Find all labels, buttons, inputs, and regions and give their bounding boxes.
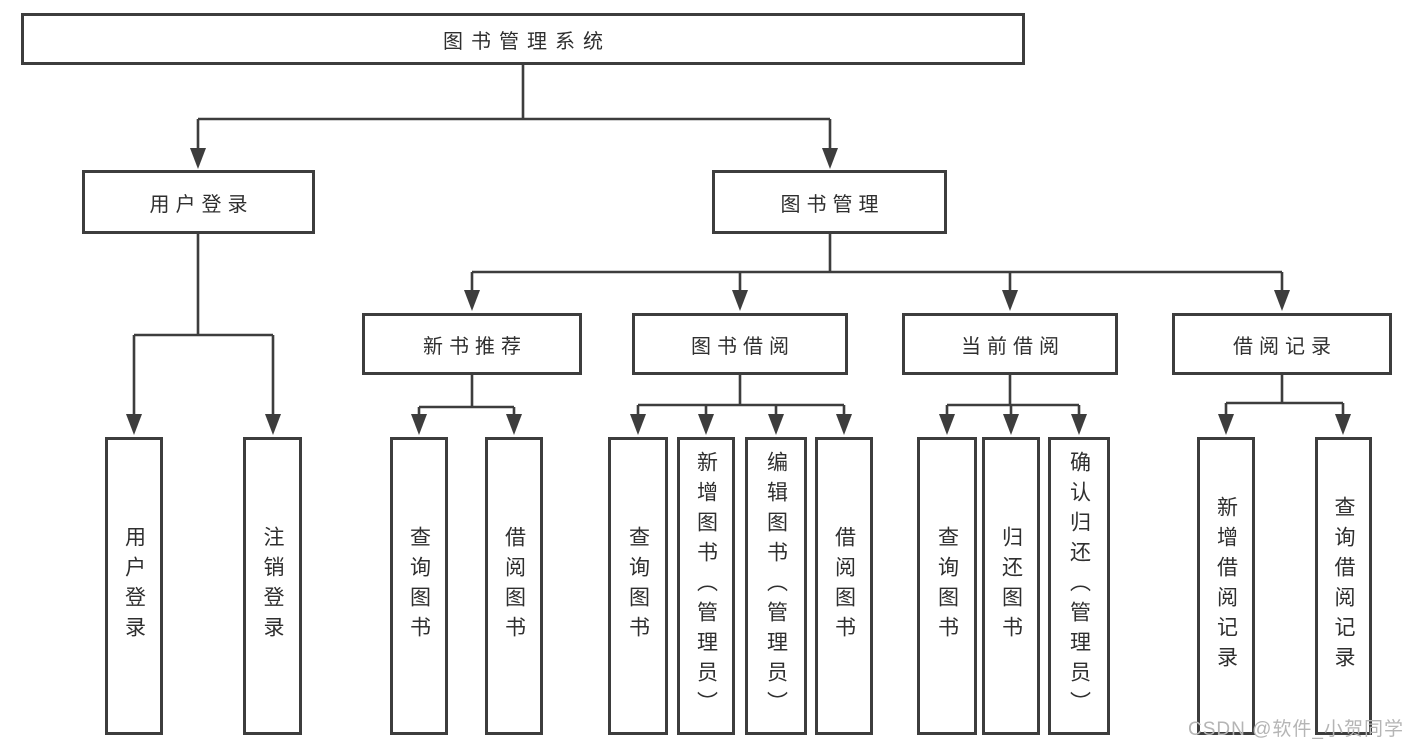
arrow-down-icon <box>1218 414 1234 435</box>
arrow-down-icon <box>822 148 838 169</box>
leaf-cb-confirm-return-admin-label: 确认归还（管理员） <box>1067 451 1091 721</box>
arrow-down-icon <box>265 414 281 435</box>
leaf-bb-edit-book-admin: 编辑图书（管理员） <box>745 437 807 735</box>
leaf-bb-borrow-book: 借阅图书 <box>815 437 873 735</box>
leaf-cb-return-book: 归还图书 <box>982 437 1040 735</box>
leaf-bb-query-book: 查询图书 <box>608 437 668 735</box>
leaf-cb-query-book: 查询图书 <box>917 437 977 735</box>
arrow-down-icon <box>630 414 646 435</box>
node-book-borrowing: 图书借阅 <box>632 313 848 375</box>
arrowhead-icons <box>126 148 1351 435</box>
leaf-cb-return-book-label: 归还图书 <box>999 526 1023 646</box>
leaf-nb-borrow-book-label: 借阅图书 <box>502 526 526 646</box>
node-borrowing-records-label: 借阅记录 <box>1233 335 1337 358</box>
arrow-down-icon <box>732 290 748 311</box>
leaf-bb-add-book-admin: 新增图书（管理员） <box>677 437 735 735</box>
leaf-br-add-record: 新增借阅记录 <box>1197 437 1255 735</box>
node-new-book-recommend-label: 新书推荐 <box>423 335 527 358</box>
leaf-bb-add-book-admin-label: 新增图书（管理员） <box>694 451 718 721</box>
leaf-br-query-record-label: 查询借阅记录 <box>1332 496 1355 676</box>
node-borrowing-records: 借阅记录 <box>1172 313 1392 375</box>
leaf-nb-query-book-label: 查询图书 <box>407 526 431 646</box>
node-current-borrowing: 当前借阅 <box>902 313 1118 375</box>
node-new-book-recommend: 新书推荐 <box>362 313 582 375</box>
leaf-user-login-label: 用户登录 <box>122 526 146 646</box>
arrow-down-icon <box>411 414 427 435</box>
arrow-down-icon <box>836 414 852 435</box>
leaf-cb-query-book-label: 查询图书 <box>935 526 959 646</box>
leaf-bb-edit-book-admin-label: 编辑图书（管理员） <box>764 451 788 721</box>
arrow-down-icon <box>464 290 480 311</box>
arrow-down-icon <box>126 414 142 435</box>
arrow-down-icon <box>768 414 784 435</box>
arrow-down-icon <box>506 414 522 435</box>
leaf-br-add-record-label: 新增借阅记录 <box>1214 496 1238 676</box>
node-user-login-branch: 用户登录 <box>82 170 315 234</box>
arrow-down-icon <box>1002 290 1018 311</box>
leaf-bb-query-book-label: 查询图书 <box>626 526 650 646</box>
leaf-logout-label: 注销登录 <box>261 526 284 646</box>
leaf-nb-query-book: 查询图书 <box>390 437 448 735</box>
leaf-user-login: 用户登录 <box>105 437 163 735</box>
arrow-down-icon <box>1274 290 1290 311</box>
node-book-borrowing-label: 图书借阅 <box>691 335 795 358</box>
node-book-management-branch-label: 图书管理 <box>780 193 885 216</box>
arrow-down-icon <box>1335 414 1351 435</box>
leaf-nb-borrow-book: 借阅图书 <box>485 437 543 735</box>
leaf-bb-borrow-book-label: 借阅图书 <box>832 526 856 646</box>
arrow-down-icon <box>939 414 955 435</box>
node-user-login-branch-label: 用户登录 <box>149 193 254 216</box>
arrow-down-icon <box>1071 414 1087 435</box>
node-current-borrowing-label: 当前借阅 <box>961 335 1065 358</box>
node-book-management-branch: 图书管理 <box>712 170 947 234</box>
arrow-down-icon <box>190 148 206 169</box>
csdn-watermark: CSDN @软件_小贺同学 <box>1188 719 1404 740</box>
node-root-system: 图书管理系统 <box>21 13 1025 65</box>
connector-lines <box>132 64 1345 422</box>
arrow-down-icon <box>698 414 714 435</box>
leaf-cb-confirm-return-admin: 确认归还（管理员） <box>1048 437 1110 735</box>
arrow-down-icon <box>1003 414 1019 435</box>
node-root-system-label: 图书管理系统 <box>443 30 611 53</box>
leaf-logout: 注销登录 <box>243 437 302 735</box>
leaf-br-query-record: 查询借阅记录 <box>1315 437 1372 735</box>
